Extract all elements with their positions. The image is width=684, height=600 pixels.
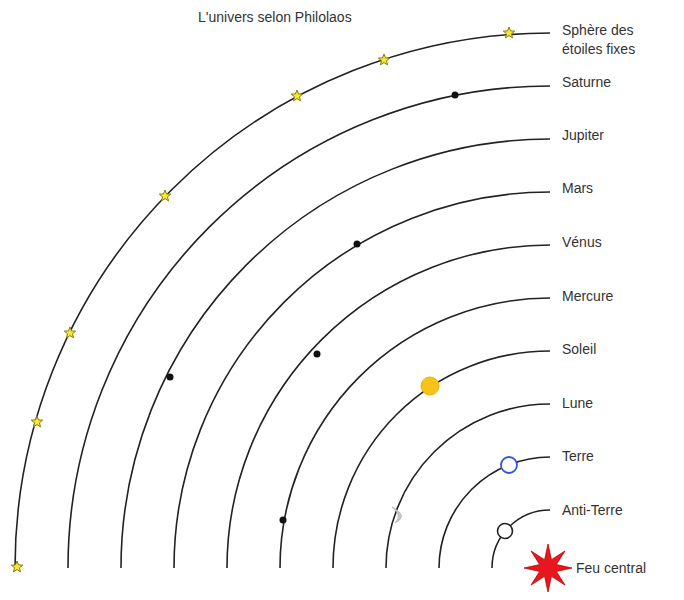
planet-dot: [452, 92, 459, 99]
orbit-label: Lune: [562, 394, 593, 413]
orbit-label: Feu central: [576, 559, 646, 578]
star: [159, 190, 170, 201]
planet-dot: [314, 351, 321, 358]
diagram-title: L'univers selon Philolaos: [198, 8, 352, 27]
sun: [421, 377, 439, 395]
orbit-arc: [333, 351, 550, 568]
planet-dot: [354, 241, 361, 248]
star: [503, 27, 514, 38]
star: [291, 90, 302, 101]
planet-dot: [167, 374, 174, 381]
star: [64, 327, 75, 338]
star: [378, 54, 389, 65]
orbit-label: Vénus: [562, 233, 602, 252]
orbit-label: Terre: [562, 447, 594, 466]
planet-dot: [280, 517, 287, 524]
orbit-arc: [15, 33, 550, 568]
counter-earth: [498, 524, 513, 539]
orbit-label: Mercure: [562, 287, 613, 306]
orbit-label: Mars: [562, 179, 593, 198]
earth: [501, 457, 517, 473]
orbit-label: Jupiter: [562, 126, 604, 145]
orbit-arc: [68, 86, 550, 568]
orbit-arc: [386, 404, 550, 568]
moon-crescent: [392, 507, 401, 523]
orbit-arc: [174, 192, 550, 568]
orbit-arcs: [15, 33, 550, 568]
orbit-label: Anti-Terre: [562, 501, 623, 520]
orbit-arc: [227, 245, 550, 568]
fixed-stars: [11, 27, 514, 572]
orbit-arc: [280, 298, 550, 568]
star: [11, 561, 22, 572]
star: [31, 416, 42, 427]
orbit-arc: [121, 139, 550, 568]
sphere-label: Sphère des étoiles fixes: [562, 21, 666, 59]
orbit-arc: [439, 457, 550, 568]
planet-dots: [167, 92, 459, 524]
central-fire: [524, 544, 572, 592]
orbit-label: Soleil: [562, 340, 596, 359]
orbit-label: Saturne: [562, 73, 611, 92]
